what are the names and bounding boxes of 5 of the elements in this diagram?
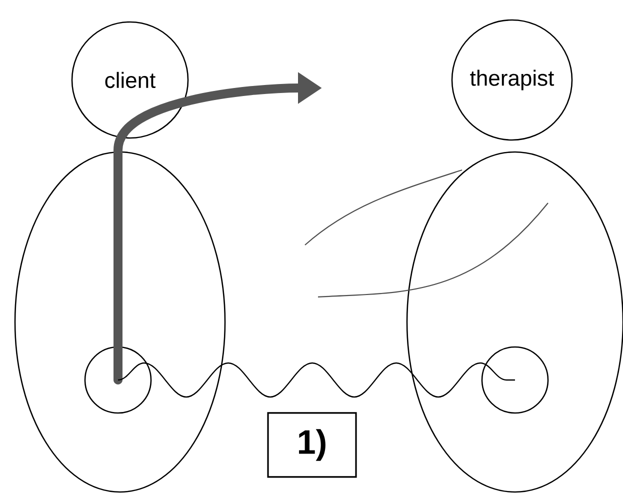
body-ellipse bbox=[14, 151, 226, 493]
wavy-line bbox=[118, 362, 515, 398]
small-circle bbox=[84, 346, 152, 414]
small-circle bbox=[481, 346, 549, 414]
label-box: 1) bbox=[267, 412, 357, 478]
